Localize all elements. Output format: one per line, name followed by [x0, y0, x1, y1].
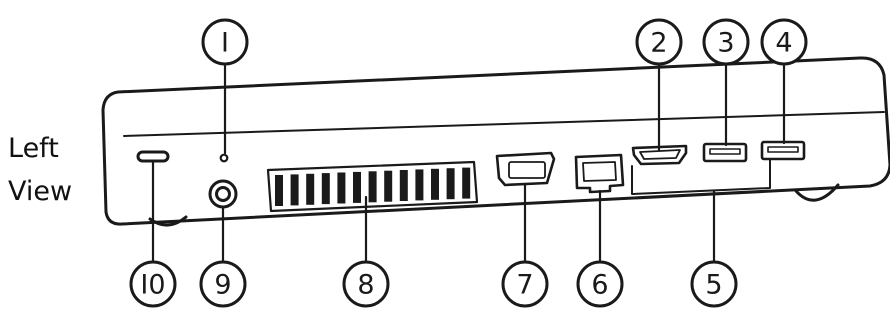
callout-circle-7 — [501, 260, 549, 308]
callout-number-6: 6 — [591, 270, 608, 301]
laptop-body-outline — [101, 56, 890, 226]
callout-number-2: 2 — [650, 28, 667, 59]
callout-circle-9 — [199, 260, 247, 308]
vent-slot — [462, 167, 471, 199]
view-label-line1: Left — [8, 133, 59, 164]
hdmi-port-inner — [639, 149, 681, 160]
hdmi-port — [631, 144, 688, 166]
audio-jack-outer — [208, 179, 238, 209]
vent-slot — [353, 171, 361, 203]
audio-jack-inner — [215, 186, 231, 202]
vga-port-inner — [508, 161, 546, 179]
vent-slot — [415, 169, 424, 201]
callout-circle-2 — [635, 18, 683, 66]
vent-slots — [275, 167, 471, 206]
callout-number-4: 4 — [775, 28, 792, 59]
vent-slot — [321, 173, 330, 205]
callout-circle-6 — [576, 260, 624, 308]
rear-foot — [794, 183, 840, 202]
callout-number-7: 7 — [516, 270, 533, 301]
lan-port — [574, 153, 625, 194]
pinhole-indicator — [219, 153, 229, 163]
vent-slot — [446, 168, 455, 200]
usb-port-1-tongue — [709, 148, 741, 155]
vent-slot — [384, 170, 393, 202]
lid-edge-line — [123, 111, 885, 137]
view-label-line2: View — [8, 176, 73, 207]
lan-port-inner — [582, 161, 617, 182]
callout-number-9: 9 — [214, 270, 231, 301]
vent-slot — [337, 172, 346, 204]
callout-number-5: 5 — [705, 270, 722, 301]
vent-slot — [368, 171, 377, 203]
vent-slot — [275, 175, 283, 206]
callout-circle-8 — [342, 260, 390, 308]
callout-number-10: I0 — [140, 270, 165, 301]
vent-slot — [431, 168, 439, 200]
callout-number-1: I — [221, 28, 229, 59]
vent-grille-outline — [266, 160, 479, 213]
callout-circle-1 — [201, 18, 249, 66]
vent-slot — [290, 174, 299, 206]
callout-circle-5 — [690, 260, 738, 308]
vent-slot — [306, 173, 315, 205]
callout-circle-10 — [129, 260, 177, 308]
callout-number-8: 8 — [357, 270, 374, 301]
security-lock-slot — [136, 150, 170, 163]
vent-slot — [399, 170, 408, 201]
vga-port-shell — [495, 151, 556, 187]
callout-circle-4 — [760, 18, 808, 66]
callout-circle-3 — [702, 18, 750, 66]
usb-port-2-tongue — [767, 146, 799, 153]
callout-number-3: 3 — [717, 28, 734, 59]
card-reader-bay — [631, 159, 771, 195]
